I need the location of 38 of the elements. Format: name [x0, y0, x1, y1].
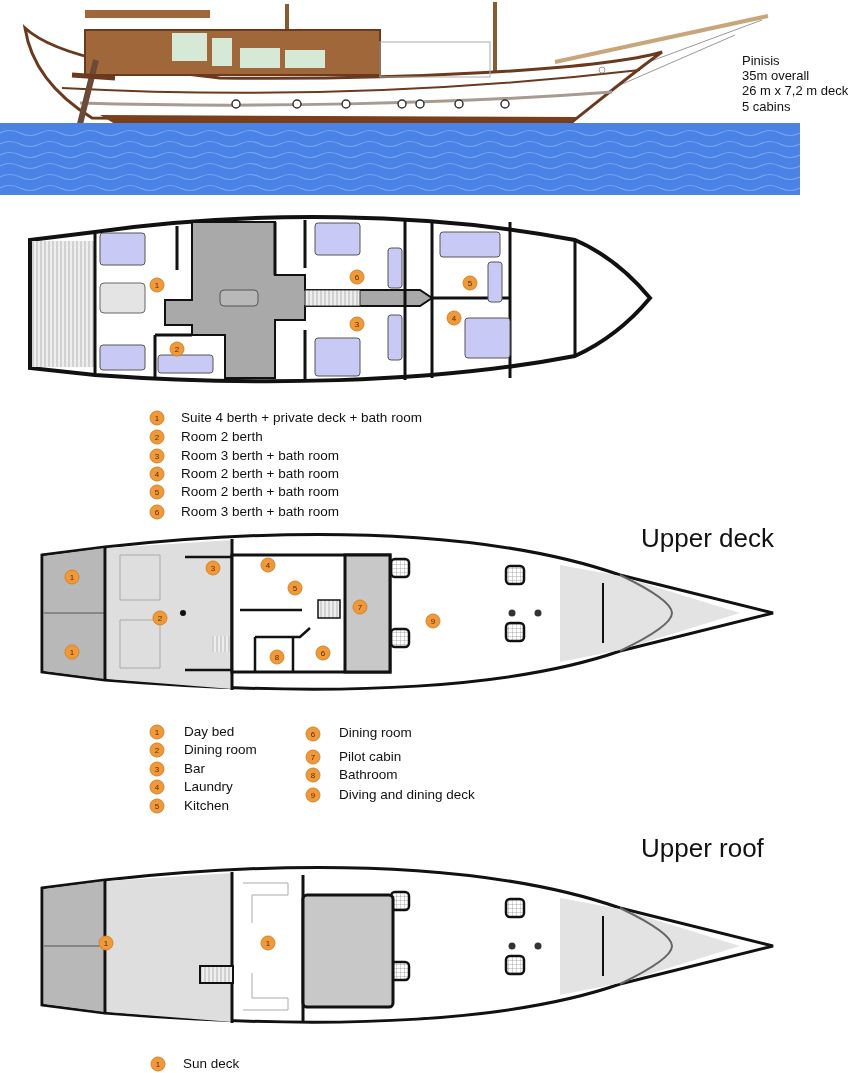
section-heading: Upper deck — [641, 523, 774, 553]
legend-text: Diving and dining deck — [339, 787, 475, 803]
legend-text: Room 2 berth + bath room — [181, 484, 339, 500]
legend-text: Suite 4 berth + private deck + bath room — [181, 410, 422, 426]
callout-number: 5 — [149, 798, 165, 814]
callout-number: 3 — [149, 448, 165, 464]
callout-number: 6 — [149, 504, 165, 520]
callout-number: 9 — [305, 787, 321, 803]
legend-text: Room 2 berth + bath room — [181, 466, 339, 482]
legend-text: Room 2 berth — [181, 429, 263, 445]
spec-text: 26 m x 7,2 m deck — [742, 83, 849, 99]
callout-number: 6 — [305, 726, 321, 742]
legend-text: Laundry — [184, 779, 233, 795]
legend-text: Day bed — [184, 724, 235, 740]
legend-text: Dining room — [339, 725, 412, 741]
callout-number: 1 — [149, 724, 165, 740]
callout-number: 3 — [149, 761, 165, 777]
legend-text: Room 3 berth + bath room — [181, 504, 339, 520]
legend-text: Sun deck — [183, 1056, 240, 1072]
callout-number: 2 — [149, 429, 165, 445]
legend-text: Kitchen — [184, 798, 230, 814]
spec-text: 5 cabins — [742, 99, 791, 115]
callout-number: 5 — [149, 484, 165, 500]
callout-number: 4 — [149, 466, 165, 482]
spec-text: Pinisis — [742, 53, 780, 69]
legend-text: Room 3 berth + bath room — [181, 448, 339, 464]
callout-number: 7 — [305, 749, 321, 765]
callout-number: 4 — [149, 779, 165, 795]
spec-text: 35m overall — [742, 68, 810, 84]
callout-number: 1 — [150, 1056, 166, 1072]
legend-text: Pilot cabin — [339, 749, 402, 765]
callout-number: 1 — [149, 410, 165, 426]
legend-text: Bathroom — [339, 767, 398, 783]
callout-number: 8 — [305, 767, 321, 783]
legend-text: Dining room — [184, 742, 257, 758]
section-heading: Upper roof — [641, 833, 764, 863]
legend-text: Bar — [184, 761, 205, 777]
callout-number: 2 — [149, 742, 165, 758]
